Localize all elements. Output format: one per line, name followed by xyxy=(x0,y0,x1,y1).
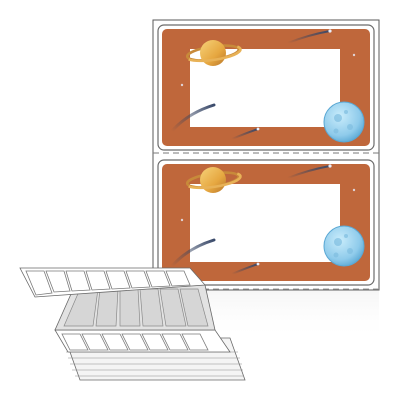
label-1 xyxy=(156,23,376,152)
label-2 xyxy=(156,158,376,287)
moon-icon xyxy=(323,225,365,267)
fanfold-label-stack xyxy=(19,267,246,381)
moon-icon xyxy=(323,101,365,143)
